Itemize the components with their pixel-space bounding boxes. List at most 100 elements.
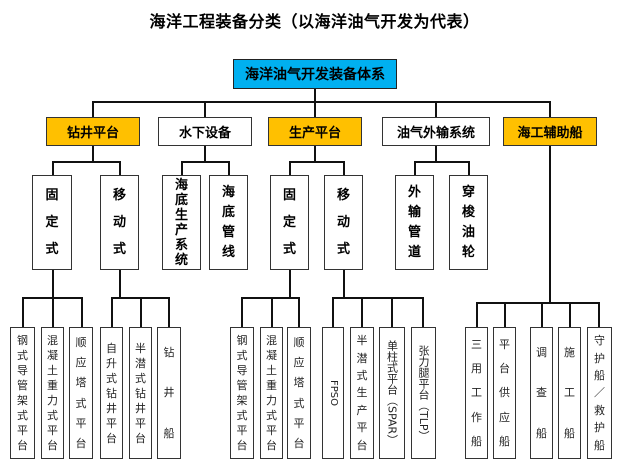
char: 应 — [293, 355, 305, 369]
node-drilling-platform: 钻井平台 — [46, 117, 140, 146]
char: 产 — [174, 222, 188, 238]
connector-line — [271, 297, 273, 327]
char: 式 — [17, 409, 28, 422]
connector-line — [314, 101, 316, 117]
node-shuttle-tanker: 穿梭油轮 — [449, 175, 488, 270]
connector-line — [181, 161, 230, 163]
leaf-production-compliant-tower: 顺应塔式平台 — [287, 327, 311, 459]
char: 混 — [47, 334, 58, 347]
char: 救 — [594, 403, 605, 417]
connector-line — [549, 101, 551, 117]
connector-line — [476, 302, 600, 304]
leaf-tlp: 张力腿平台（TLP） — [411, 327, 436, 459]
connector-line — [332, 297, 334, 327]
root-node: 海洋油气开发装备体系 — [233, 59, 397, 89]
char: 统 — [174, 252, 188, 268]
connector-line — [241, 297, 243, 327]
char: 系 — [174, 237, 188, 253]
diagram-title: 海洋工程装备分类（以海洋油气开发为代表） — [149, 12, 480, 31]
char: 船 — [594, 369, 605, 383]
char: 底 — [221, 204, 235, 220]
char: 道 — [407, 245, 421, 261]
connector-line — [391, 297, 393, 327]
char: 式 — [282, 242, 296, 257]
char: 钻 — [135, 386, 146, 400]
char: 生 — [356, 386, 368, 400]
char: 潜 — [356, 351, 368, 365]
char: 台 — [47, 439, 58, 452]
leaf-semisub-rig: 半潜式钻井平台 — [129, 327, 152, 459]
char: 台 — [17, 439, 28, 452]
char: 式 — [336, 242, 350, 257]
char: 井 — [135, 401, 146, 415]
char: 定 — [282, 215, 296, 230]
connector-line — [22, 297, 24, 327]
char: 式 — [236, 349, 248, 362]
char: 钢 — [17, 334, 28, 347]
char: 作 — [471, 410, 482, 424]
char: 塔 — [293, 376, 305, 390]
char: 动 — [336, 215, 350, 230]
char: 导 — [17, 364, 28, 377]
connector-line — [52, 297, 54, 327]
char: 式 — [266, 409, 277, 422]
char: 平 — [135, 416, 146, 430]
connector-line — [181, 161, 183, 175]
char: 平 — [293, 416, 305, 430]
connector-line — [361, 297, 363, 327]
char: 产 — [356, 403, 368, 417]
leaf-survey-vessel: 调查船 — [530, 327, 553, 459]
leaf-utility-vessel: 三用工作船 — [465, 327, 488, 459]
connector-line — [92, 146, 94, 162]
connector-line — [414, 161, 470, 163]
char: 台 — [499, 362, 510, 376]
char: 钢 — [236, 334, 248, 347]
char: 穿 — [461, 184, 475, 200]
leaf-fpso: FPSO — [322, 327, 344, 459]
connector-line — [569, 302, 571, 327]
connector-line — [241, 297, 300, 299]
leaf-label: 张力腿平台（TLP） — [417, 344, 430, 442]
char: 平 — [499, 337, 510, 351]
char: 梭 — [461, 204, 475, 220]
connector-line — [298, 297, 300, 327]
char: 半 — [135, 341, 146, 355]
connector-line — [541, 302, 543, 327]
connector-line — [314, 146, 316, 162]
connector-line — [504, 302, 506, 327]
node-subsea-production-system: 海底生产系统 — [162, 175, 201, 270]
connector-line — [204, 146, 206, 162]
connector-line — [414, 161, 416, 175]
connector-line — [92, 101, 94, 117]
char: 船 — [163, 427, 175, 441]
root-label: 海洋油气开发装备体系 — [245, 67, 385, 83]
char: 升 — [106, 356, 117, 370]
char: 固 — [282, 188, 296, 203]
char: 台 — [75, 437, 87, 451]
connector-line — [332, 297, 424, 299]
char: 管 — [221, 225, 235, 241]
leaf-label: FPSO — [328, 379, 339, 406]
connector-line — [343, 161, 345, 175]
leaf-semisub-production: 半潜式生产平台 — [350, 327, 374, 459]
char: 工 — [564, 386, 575, 400]
char: 台 — [356, 438, 368, 452]
char: 管 — [407, 225, 421, 241]
connector-line — [468, 161, 470, 175]
leaf-platform-supply-vessel: 平台供应船 — [493, 327, 516, 459]
char: 自 — [106, 341, 117, 355]
char: 架 — [17, 394, 28, 407]
char: 力 — [266, 394, 277, 407]
node-production-fixed: 固定式 — [270, 175, 309, 270]
leaf-drilling-jacket: 钢式导管架式平台 — [10, 327, 35, 459]
connector-line — [52, 161, 54, 175]
char: 台 — [266, 439, 277, 452]
connector-line — [228, 161, 230, 175]
char: 平 — [266, 424, 277, 437]
leaf-standby-rescue-vessel: 守护船／救护船 — [587, 327, 612, 459]
connector-line — [140, 297, 142, 327]
char: 船 — [499, 435, 510, 449]
char: 底 — [174, 192, 188, 208]
node-label: 钻井平台 — [66, 126, 119, 141]
connector-line — [289, 161, 291, 175]
